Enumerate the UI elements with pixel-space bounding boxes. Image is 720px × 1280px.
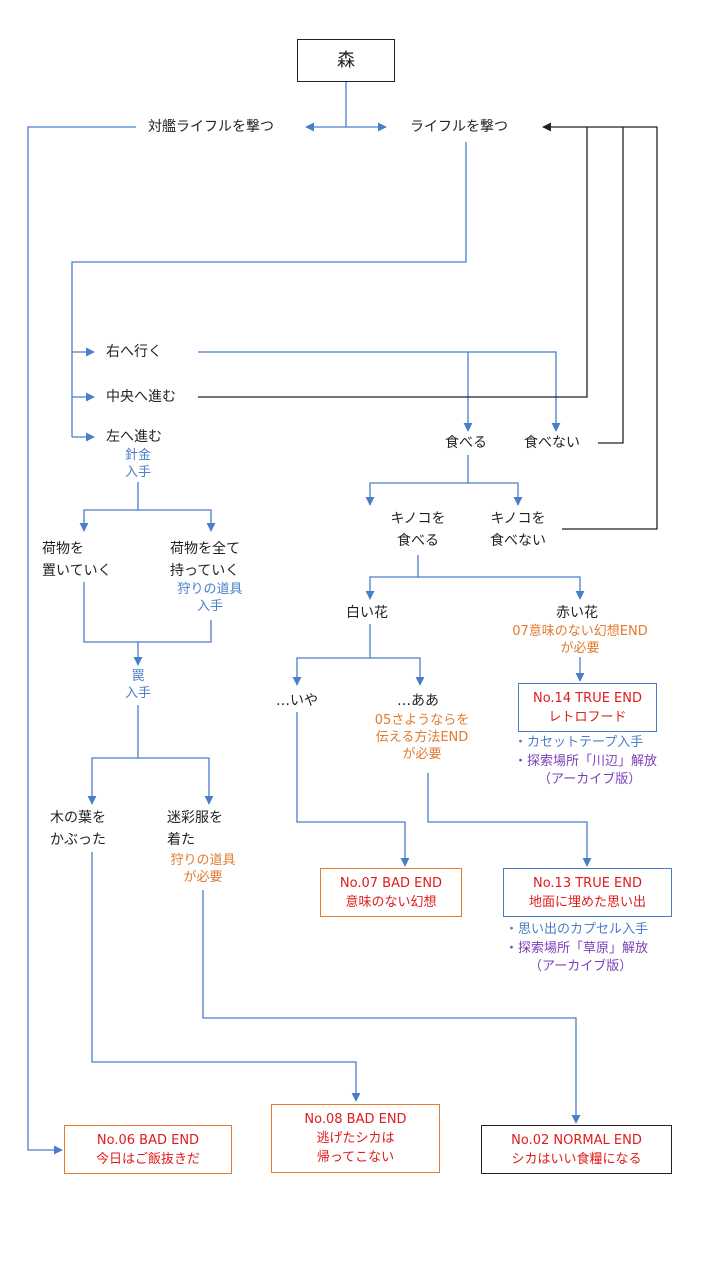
- note-end05-required: 05さようならを 伝える方法END が必要: [356, 712, 488, 763]
- choice-wear-camo: 迷彩服を 着た: [167, 807, 223, 851]
- choice-line: 荷物を全て: [170, 541, 240, 557]
- choice-no: …いや: [276, 693, 318, 709]
- ending-name: 意味のない幻想: [345, 894, 437, 910]
- ending-title: No.13 TRUE END: [532, 875, 643, 891]
- note-grassland-unlocked: ・探索場所「草原」解放 （アーカイブ版）: [505, 940, 648, 976]
- choice-rifle: ライフルを撃つ: [410, 119, 508, 135]
- choice-eat: 食べる: [445, 435, 487, 451]
- ending-name: シカはいい食糧になる: [511, 1151, 642, 1167]
- note-line: が必要: [402, 747, 442, 762]
- choice-line: キノコを: [490, 511, 546, 527]
- choice-line: かぶった: [50, 832, 106, 848]
- ending-title: No.07 BAD END: [339, 875, 443, 891]
- choice-not-eat-mushroom: キノコを 食べない: [478, 508, 558, 552]
- root-node-forest: 森: [297, 39, 395, 82]
- note-cassette-acquired: ・カセットテープ入手: [514, 734, 643, 752]
- choice-go-right: 右へ行く: [106, 344, 162, 360]
- choice-line: 持っていく: [170, 563, 240, 579]
- choice-wear-leaves: 木の葉を かぶった: [50, 807, 106, 851]
- ending-no08-box: No.08 BAD END 逃げたシカは 帰ってこない: [271, 1104, 440, 1173]
- note-trap-acquired: 罠 入手: [108, 668, 168, 702]
- choice-not-eat: 食べない: [524, 435, 580, 451]
- choice-line: 迷彩服を: [167, 810, 223, 826]
- choice-go-center: 中央へ進む: [106, 389, 176, 405]
- note-riverside-unlocked: ・探索場所「川辺」解放 （アーカイブ版）: [514, 753, 657, 789]
- ending-no14-box: No.14 TRUE END レトロフード: [518, 683, 657, 732]
- note-line: 入手: [196, 599, 223, 614]
- note-end07-required: 07意味のない幻想END が必要: [502, 623, 658, 657]
- choice-line: 食べない: [490, 533, 546, 549]
- choice-line: 木の葉を: [50, 810, 106, 826]
- note-line: 07意味のない幻想END: [512, 624, 648, 639]
- note-line: ・カセットテープ入手: [514, 735, 644, 750]
- choice-ah: …ああ: [397, 693, 439, 709]
- choice-go-left: 左へ進む: [106, 429, 162, 445]
- choice-white-flower: 白い花: [346, 605, 388, 621]
- ending-name-line: 逃げたシカは: [316, 1131, 395, 1146]
- note-line: 伝える方法END: [375, 730, 469, 745]
- choice-line: 置いていく: [42, 563, 112, 579]
- choice-line: 着た: [167, 832, 195, 848]
- note-line: 罠: [131, 669, 145, 684]
- ending-title: No.02 NORMAL END: [511, 1132, 642, 1148]
- ending-no06-box: No.06 BAD END 今日はご飯抜きだ: [64, 1125, 232, 1174]
- choice-line: 荷物を: [42, 541, 84, 557]
- note-line: ・探索場所「草原」解放: [505, 941, 649, 956]
- ending-name: 今日はご飯抜きだ: [95, 1151, 200, 1167]
- note-line: ・探索場所「川辺」解放: [514, 754, 658, 769]
- note-hunting-tool-acquired: 狩りの道具 入手: [164, 581, 256, 615]
- note-capsule-acquired: ・思い出のカプセル入手: [505, 921, 648, 939]
- ending-name-line: 帰ってこない: [316, 1150, 395, 1165]
- choice-eat-mushroom: キノコを 食べる: [378, 508, 458, 552]
- ending-name: 地面に埋めた思い出: [528, 894, 646, 910]
- ending-title: No.06 BAD END: [96, 1132, 200, 1148]
- note-line: 入手: [124, 686, 151, 701]
- note-line: 狩りの道具: [177, 582, 243, 597]
- ending-title: No.14 TRUE END: [532, 690, 643, 706]
- ending-name: レトロフード: [548, 709, 627, 725]
- ending-no02-box: No.02 NORMAL END シカはいい食糧になる: [481, 1125, 672, 1174]
- note-line: （アーカイブ版）: [529, 959, 633, 974]
- note-line: 05さようならを: [374, 713, 470, 728]
- ending-no13-box: No.13 TRUE END 地面に埋めた思い出: [503, 868, 672, 917]
- note-line: （アーカイブ版）: [538, 772, 642, 787]
- choice-line: キノコを: [390, 511, 446, 527]
- root-label: 森: [337, 50, 355, 71]
- ending-title: No.08 BAD END: [304, 1112, 407, 1127]
- choice-line: 食べる: [397, 533, 439, 549]
- choice-anti-ship-rifle: 対艦ライフルを撃つ: [148, 119, 274, 135]
- note-line: 入手: [124, 465, 151, 480]
- note-line: が必要: [183, 870, 223, 885]
- choice-leave-luggage: 荷物を 置いていく: [42, 538, 112, 582]
- note-line: ・思い出のカプセル入手: [505, 922, 649, 937]
- ending-no07-box: No.07 BAD END 意味のない幻想: [320, 868, 462, 917]
- choice-take-all-luggage: 荷物を全て 持っていく: [170, 538, 240, 582]
- note-line: 狩りの道具: [170, 853, 236, 868]
- choice-red-flower: 赤い花: [556, 605, 598, 621]
- note-line: 針金: [124, 448, 151, 463]
- note-wire-acquired: 針金 入手: [108, 447, 168, 481]
- note-hunting-tool-required: 狩りの道具 が必要: [160, 852, 246, 886]
- note-line: が必要: [560, 641, 600, 656]
